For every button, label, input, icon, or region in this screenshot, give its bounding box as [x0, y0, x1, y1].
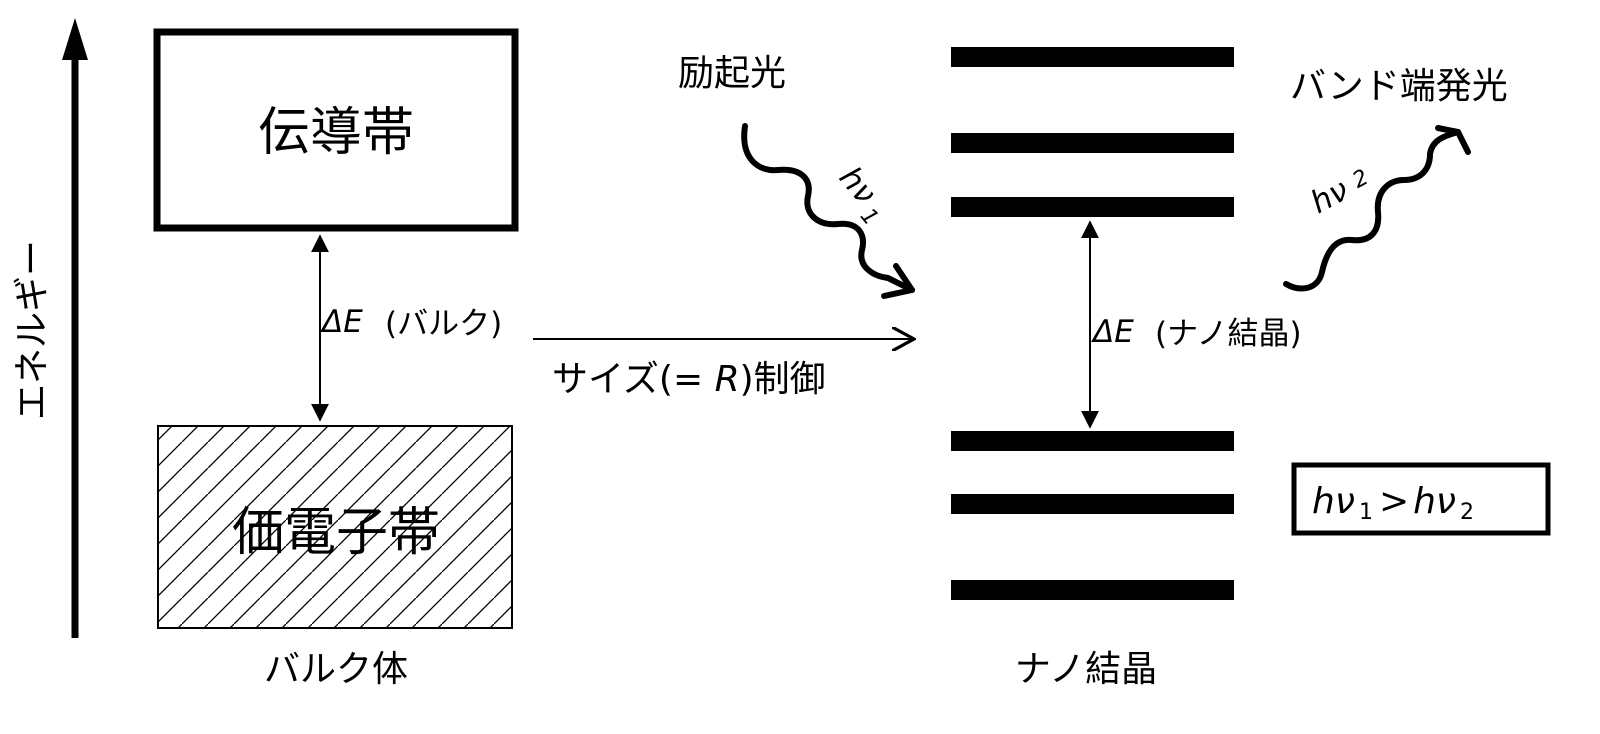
excitation-arrowhead [881, 263, 915, 299]
valence-band-label: 価電子帯 [232, 503, 440, 563]
relation-left: hν [1312, 481, 1355, 522]
bulk-gap-symbol: ΔE [320, 304, 363, 340]
emission-photon: hν2 [1305, 161, 1376, 221]
nano-level-lower-1 [951, 431, 1234, 451]
relation-right-sub: 2 [1460, 500, 1474, 525]
emission-label: バンド端発光 [1290, 66, 1508, 107]
nano-level-upper-2 [951, 133, 1234, 153]
nano-gap-symbol: ΔE [1091, 314, 1134, 350]
nano-levels [951, 47, 1234, 600]
nano-level-upper-1 [951, 197, 1234, 217]
relation-op: > [1379, 481, 1409, 522]
nano-caption: ナノ結晶 [1015, 649, 1157, 690]
energy-axis-arrowhead [62, 18, 88, 60]
bulk-gap-text: (バルク) [385, 306, 502, 342]
relation-left-sub: 1 [1359, 500, 1373, 525]
relation-box [1291, 462, 1551, 536]
emission-photon-subscript: 2 [1349, 165, 1373, 194]
nano-level-upper-3 [951, 47, 1234, 67]
size-control-prefix: サイズ(= [552, 359, 715, 400]
relation-right: hν [1413, 481, 1456, 522]
size-control-suffix: )制御 [740, 359, 826, 400]
excitation-photon-symbol: hν [832, 160, 883, 211]
conduction-band-box [153, 28, 519, 232]
valence-band-box [157, 425, 513, 629]
size-control-variable: R [715, 359, 740, 400]
conduction-band-label: 伝導帯 [258, 103, 414, 163]
emission-arrowhead [1435, 125, 1471, 155]
excitation-wave [741, 123, 915, 293]
emission-photon-symbol: hν [1305, 172, 1355, 221]
nano-gap-text: (ナノ結晶) [1155, 316, 1302, 352]
bulk-caption: バルク体 [264, 649, 408, 690]
excitation-label: 励起光 [678, 53, 786, 94]
size-control-label: サイズ(= R)制御 [552, 359, 826, 400]
emission-wave [1283, 129, 1461, 292]
excitation-photon: hν1 [827, 160, 896, 231]
nano-level-lower-2 [951, 494, 1234, 514]
energy-axis-label: エネルギー [12, 240, 53, 420]
nano-level-lower-3 [951, 580, 1234, 600]
